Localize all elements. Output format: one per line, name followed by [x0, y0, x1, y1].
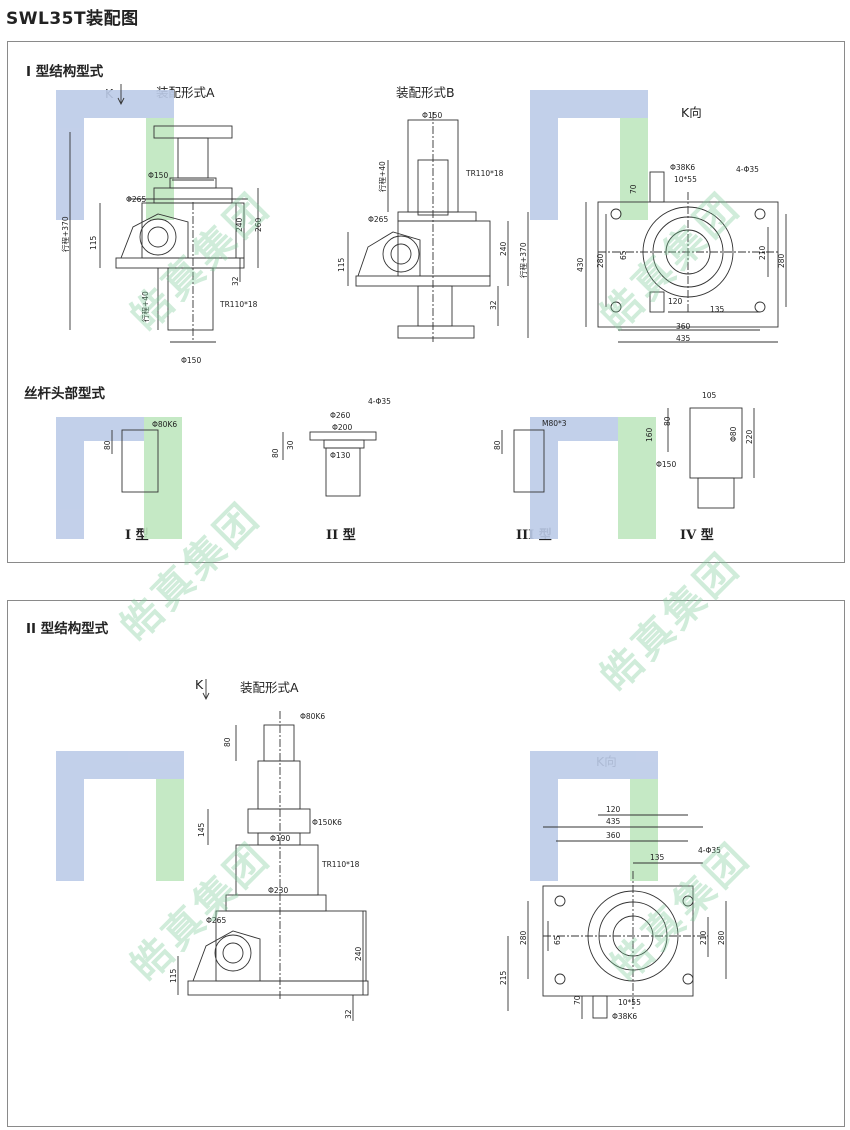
svg-text:30: 30 — [286, 440, 295, 450]
svg-text:行程+40: 行程+40 — [140, 291, 150, 322]
label-k-mark2: K — [195, 677, 204, 692]
type-label-4: IV 型 — [680, 528, 714, 543]
svg-text:280: 280 — [519, 930, 528, 945]
svg-text:4-Φ35: 4-Φ35 — [736, 165, 759, 174]
svg-text:Φ265: Φ265 — [126, 195, 146, 204]
svg-text:32: 32 — [489, 300, 498, 310]
svg-text:115: 115 — [337, 257, 346, 272]
svg-text:M80*3: M80*3 — [542, 419, 567, 428]
svg-text:135: 135 — [650, 853, 665, 862]
svg-text:115: 115 — [89, 235, 98, 250]
svg-text:360: 360 — [606, 831, 621, 840]
svg-text:4-Φ35: 4-Φ35 — [698, 846, 721, 855]
svg-text:4-Φ35: 4-Φ35 — [368, 397, 391, 406]
svg-text:65: 65 — [553, 935, 562, 945]
svg-text:行程+370: 行程+370 — [60, 216, 70, 252]
panel-type1: I 型结构型式 装配形式A 装配形式B K向 K 丝杆头部型式 I 型 II 型… — [7, 41, 845, 563]
svg-text:435: 435 — [606, 817, 621, 826]
label-assembly-b: 装配形式B — [396, 85, 455, 100]
svg-text:220: 220 — [745, 429, 754, 444]
svg-text:65: 65 — [619, 250, 628, 260]
svg-text:行程+370: 行程+370 — [518, 242, 528, 278]
svg-text:Φ200: Φ200 — [332, 423, 352, 432]
svg-text:240: 240 — [235, 217, 244, 232]
svg-text:10*55: 10*55 — [674, 175, 697, 184]
page-title: SWL35T装配图 — [6, 9, 139, 29]
svg-text:TR110*18: TR110*18 — [219, 300, 258, 309]
svg-text:430: 430 — [576, 257, 585, 272]
svg-text:80: 80 — [271, 448, 280, 458]
svg-text:Φ80K6: Φ80K6 — [152, 420, 177, 429]
svg-text:32: 32 — [231, 276, 240, 286]
svg-text:120: 120 — [668, 297, 683, 306]
label-k-view: K向 — [681, 105, 702, 120]
svg-text:TR110*18: TR110*18 — [321, 860, 360, 869]
svg-text:Φ265: Φ265 — [206, 916, 226, 925]
section-title-structure2: II 型结构型式 — [26, 621, 109, 637]
svg-text:80: 80 — [663, 416, 672, 426]
svg-text:Φ80K6: Φ80K6 — [300, 712, 325, 721]
section-title-heads: 丝杆头部型式 — [24, 386, 105, 402]
svg-text:Φ150K6: Φ150K6 — [312, 818, 342, 827]
svg-text:80: 80 — [103, 440, 112, 450]
svg-text:Φ38K6: Φ38K6 — [670, 163, 695, 172]
svg-text:105: 105 — [702, 391, 717, 400]
svg-text:Φ38K6: Φ38K6 — [612, 1012, 637, 1021]
svg-text:Φ150: Φ150 — [656, 460, 676, 469]
svg-text:70: 70 — [629, 184, 638, 194]
svg-text:145: 145 — [197, 822, 206, 837]
svg-text:TR110*18: TR110*18 — [465, 169, 504, 178]
svg-text:Φ230: Φ230 — [268, 886, 288, 895]
drawing-panel1: Φ150 Φ265 115 260 240 32 行程+370 行程+40 TR… — [56, 84, 787, 539]
drawing-panel2: Φ80K6 80 145 Φ150K6 Φ190 TR110*18 Φ230 Φ… — [56, 679, 727, 1021]
svg-text:215: 215 — [499, 970, 508, 985]
svg-text:115: 115 — [169, 968, 178, 983]
svg-text:280: 280 — [717, 930, 726, 945]
dim-a-phi150: Φ150 — [148, 171, 168, 180]
svg-text:Φ130: Φ130 — [330, 451, 350, 460]
svg-text:260: 260 — [254, 217, 263, 232]
svg-text:120: 120 — [606, 805, 621, 814]
type-label-1: I 型 — [125, 528, 149, 543]
type-label-2: II 型 — [326, 528, 356, 543]
svg-text:280: 280 — [596, 253, 605, 268]
svg-text:Φ150: Φ150 — [181, 356, 201, 365]
svg-text:70: 70 — [573, 995, 582, 1005]
svg-text:Φ260: Φ260 — [330, 411, 350, 420]
svg-text:10*55: 10*55 — [618, 998, 641, 1007]
svg-text:360: 360 — [676, 322, 691, 331]
svg-text:210: 210 — [699, 930, 708, 945]
svg-text:280: 280 — [777, 253, 786, 268]
panel-type2: II 型结构型式 装配形式A K K向 — [7, 600, 845, 1127]
section-title-structure1: I 型结构型式 — [26, 64, 104, 80]
svg-text:210: 210 — [758, 245, 767, 260]
svg-text:80: 80 — [493, 440, 502, 450]
label-assembly-a2: 装配形式A — [240, 680, 299, 695]
svg-text:160: 160 — [645, 427, 654, 442]
svg-text:32: 32 — [344, 1009, 353, 1019]
watermark-logo — [56, 90, 656, 539]
svg-text:行程+40: 行程+40 — [377, 161, 387, 192]
svg-text:Φ265: Φ265 — [368, 215, 388, 224]
svg-text:240: 240 — [354, 946, 363, 961]
svg-text:240: 240 — [499, 241, 508, 256]
svg-text:80: 80 — [223, 737, 232, 747]
svg-text:435: 435 — [676, 334, 691, 343]
svg-text:Φ150: Φ150 — [422, 111, 442, 120]
svg-text:135: 135 — [710, 305, 725, 314]
svg-text:Φ190: Φ190 — [270, 834, 290, 843]
svg-text:Φ80: Φ80 — [729, 426, 738, 442]
